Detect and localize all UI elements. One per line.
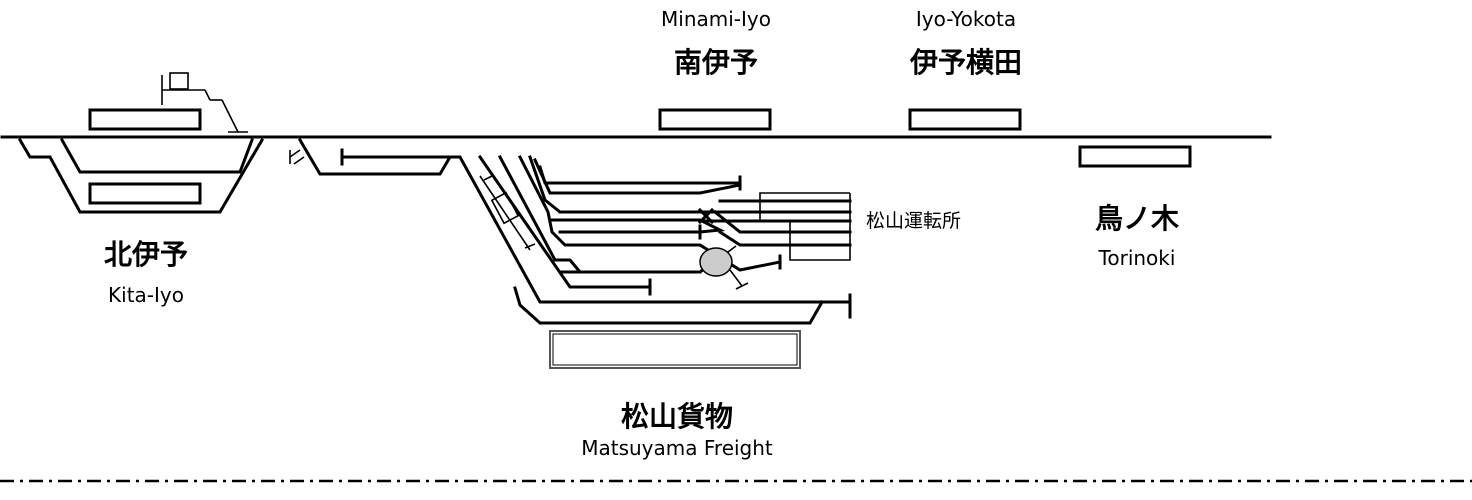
kita-iyo-platform-upper bbox=[88, 108, 202, 131]
turntable bbox=[699, 247, 733, 277]
minami-iyo-station bbox=[658, 108, 772, 131]
kita-iyo-inner-track bbox=[59, 137, 254, 174]
kita-iyo-signal-structure bbox=[161, 72, 248, 133]
matsuyama-freight-platform bbox=[549, 330, 801, 369]
torinoki-ja-label: 鳥ノ木 bbox=[1095, 202, 1179, 235]
yard-signal-box bbox=[479, 175, 536, 251]
iyo-yokota-en-label: Iyo-Yokota bbox=[916, 7, 1016, 31]
depot-building bbox=[759, 192, 851, 261]
depot-label: 松山運転所 bbox=[866, 210, 961, 232]
kita-iyo-en-label: Kita-Iyo bbox=[108, 283, 184, 307]
minami-iyo-platform bbox=[658, 108, 772, 131]
kita-iyo-outer-track bbox=[17, 137, 265, 214]
kita-iyo-platform-lower bbox=[88, 182, 202, 205]
kita-iyo-ja-label: 北伊予 bbox=[104, 238, 188, 271]
torinoki-platform bbox=[1078, 145, 1192, 168]
minami-iyo-ja-label: 南伊予 bbox=[674, 46, 758, 79]
iyo-yokota-platform bbox=[908, 108, 1022, 131]
matsuyama-freight-yard bbox=[289, 137, 852, 369]
yard-outer bbox=[513, 286, 825, 325]
minami-iyo-en-label: Minami-Iyo bbox=[661, 7, 771, 31]
kita-iyo-station bbox=[17, 72, 265, 214]
siding-left bbox=[297, 137, 453, 176]
iyo-yokota-station bbox=[908, 108, 1022, 131]
matsuyama-freight-en-label: Matsuyama Freight bbox=[581, 436, 773, 460]
yard-lead bbox=[438, 155, 822, 304]
torinoki-en-label: Torinoki bbox=[1098, 246, 1176, 270]
torinoki-station bbox=[1078, 145, 1192, 168]
iyo-yokota-ja-label: 伊予横田 bbox=[909, 46, 1022, 79]
matsuyama-freight-ja-label: 松山貨物 bbox=[621, 400, 733, 433]
